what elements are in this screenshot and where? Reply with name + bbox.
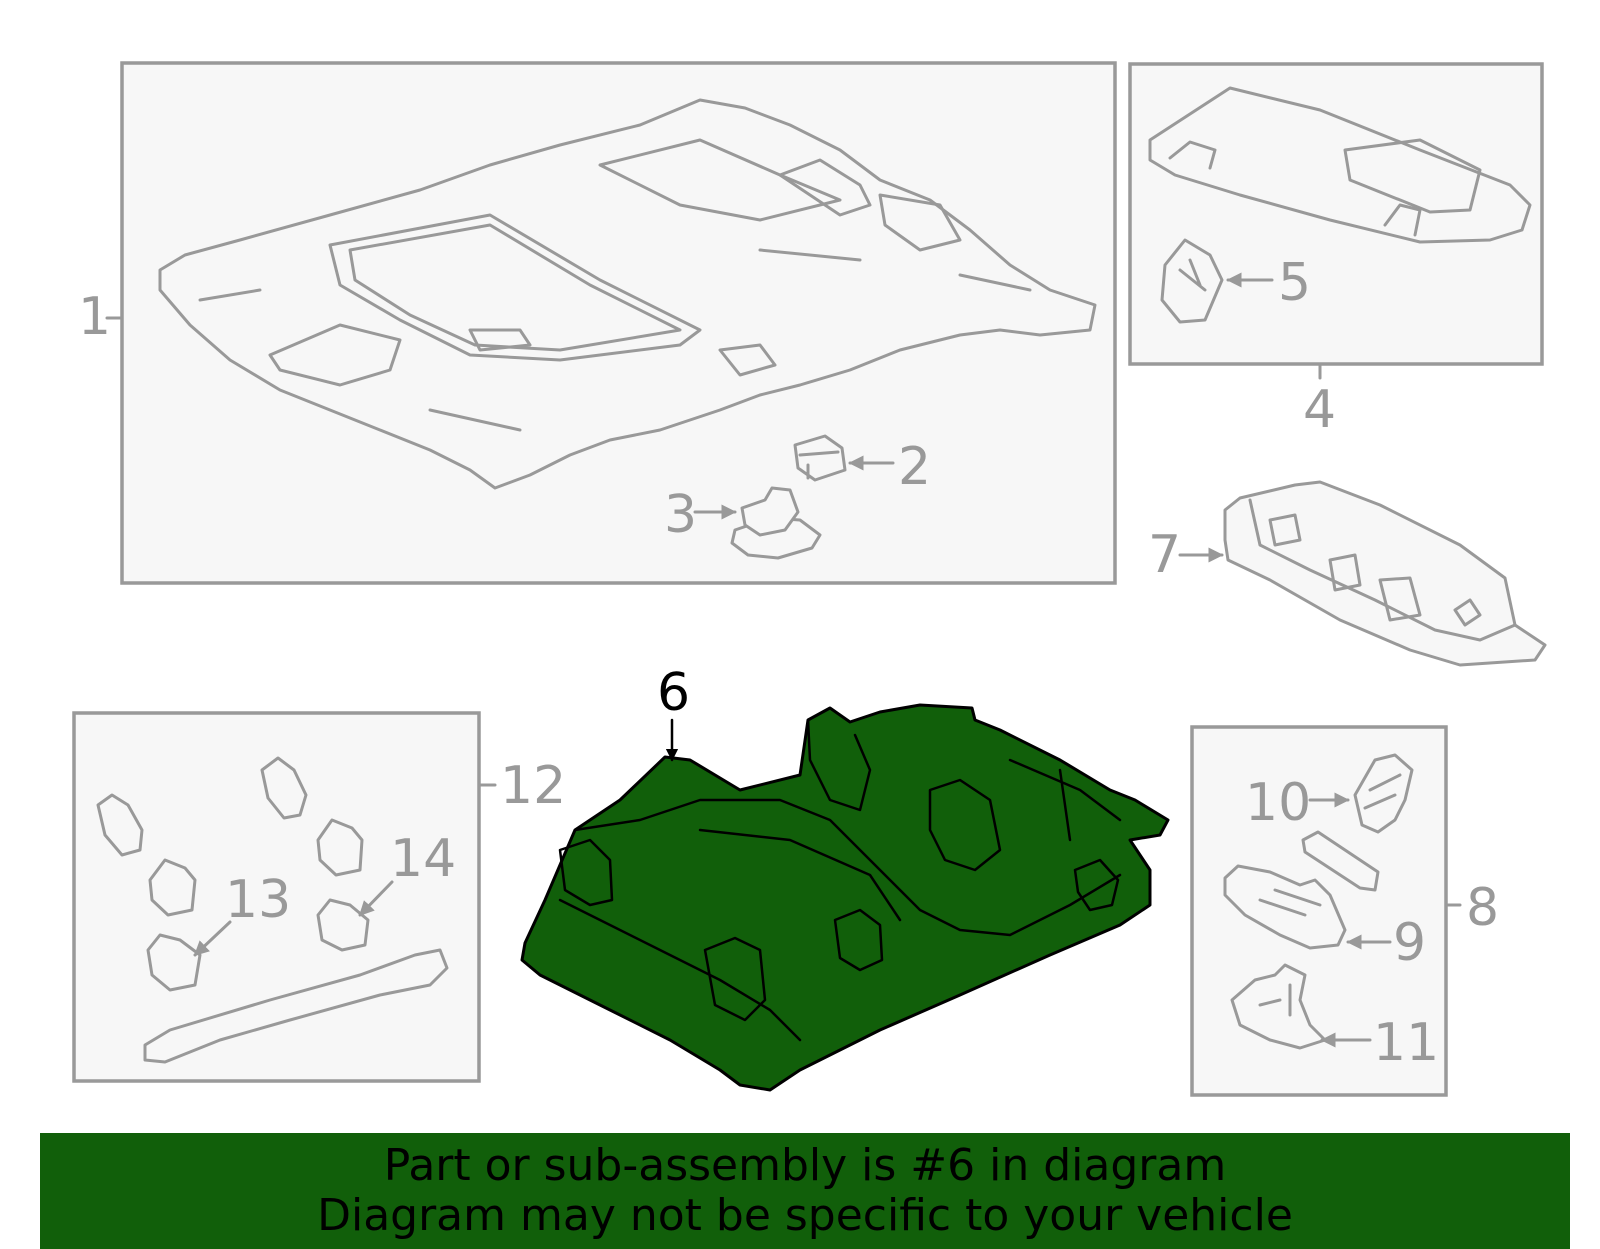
- banner-line-2: Diagram may not be specific to your vehi…: [317, 1190, 1293, 1241]
- callout-10: 10: [1245, 773, 1311, 833]
- grab-handle-clips[interactable]: [96, 756, 370, 992]
- part-11-cover[interactable]: [1230, 963, 1327, 1050]
- map-lamp-group: 10 9 11 8: [1190, 725, 1499, 1097]
- leader-13: [193, 920, 232, 957]
- callout-7: 7: [1148, 525, 1181, 585]
- part-5-visor-clip[interactable]: [1160, 238, 1224, 324]
- callout-9: 9: [1393, 913, 1426, 973]
- leader-14: [358, 880, 394, 917]
- callout-8: 8: [1466, 878, 1499, 938]
- callout-12: 12: [500, 756, 566, 816]
- callout-3: 3: [664, 485, 697, 545]
- callout-6: 6: [657, 663, 690, 723]
- sun-visor-group: 5 4: [1128, 62, 1544, 440]
- part-lens[interactable]: [1301, 830, 1380, 892]
- callout-13: 13: [225, 870, 291, 930]
- callout-4: 4: [1303, 380, 1336, 440]
- part-7-console-cover[interactable]: [1223, 480, 1547, 667]
- headliner-part[interactable]: [158, 98, 1097, 490]
- sun-visor-part[interactable]: [1148, 86, 1532, 244]
- part-6-overhead-console[interactable]: [520, 703, 1170, 1092]
- banner-line-1: Part or sub-assembly is #6 in diagram: [383, 1140, 1227, 1191]
- callout-5: 5: [1278, 253, 1311, 313]
- part-3-bracket[interactable]: [730, 486, 822, 560]
- grab-handle-part[interactable]: [143, 948, 449, 1064]
- grab-handle-group: 13 14 12: [72, 711, 566, 1083]
- headliner-group: 1 2 3: [78, 61, 1117, 585]
- part-10-bulb-socket[interactable]: [1353, 753, 1414, 834]
- notice-banner: Part or sub-assembly is #6 in diagram Di…: [40, 1133, 1570, 1249]
- callout-14: 14: [390, 829, 456, 889]
- callout-2: 2: [898, 437, 931, 497]
- part-2-clip[interactable]: [793, 434, 847, 482]
- callout-11: 11: [1373, 1013, 1439, 1073]
- callout-1: 1: [78, 287, 111, 347]
- part-9-lamp-housing[interactable]: [1223, 864, 1347, 950]
